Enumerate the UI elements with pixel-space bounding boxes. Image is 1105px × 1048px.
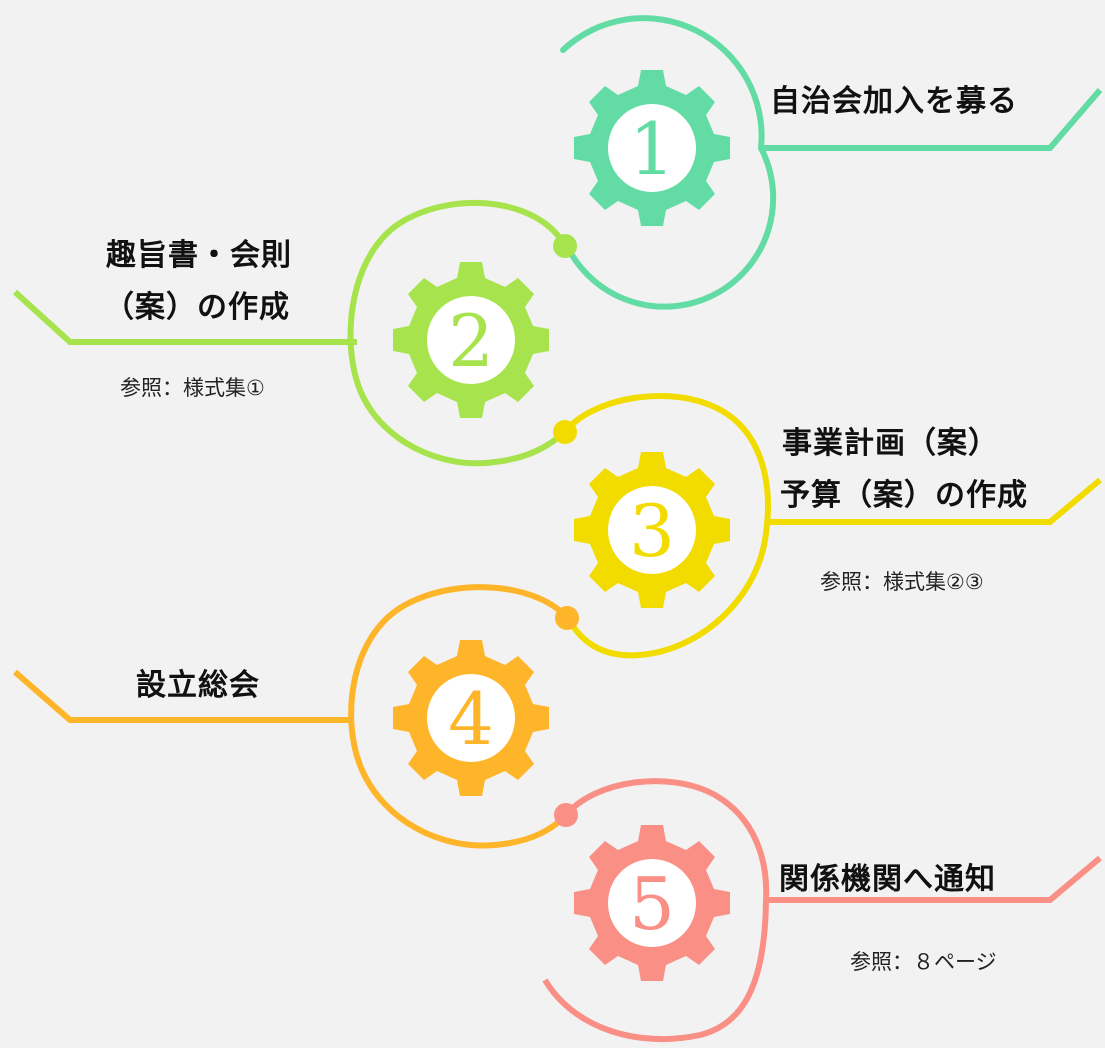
gear-center — [608, 486, 696, 574]
step-3-leader-line — [766, 477, 1102, 525]
step-3-arc — [562, 392, 771, 659]
step-5-connector-dot — [554, 803, 578, 827]
step-5-leader-line — [766, 855, 1102, 903]
step-5-number: 5 — [629, 862, 675, 946]
step-4-connector-dot — [555, 606, 579, 630]
step-2-number: 2 — [448, 299, 494, 383]
step-5-title: 関係機関へ通知 — [779, 862, 996, 897]
step-2-arc — [347, 199, 568, 467]
step-2-reference: 参照：様式集① — [120, 376, 265, 400]
gear-center — [427, 674, 515, 762]
step-2-leader-line — [12, 289, 357, 345]
step-4-title: 設立総会 — [136, 668, 260, 703]
step-1 — [560, 15, 1103, 310]
step-5-reference: 参照：８ページ — [850, 950, 997, 974]
step-5 — [542, 778, 1102, 1043]
step-3-number: 3 — [629, 489, 675, 573]
step-3-connector-dot — [553, 420, 577, 444]
step-4-number: 4 — [448, 677, 494, 761]
step-5-arc — [563, 778, 770, 901]
step-4 — [13, 584, 579, 849]
step-5-arc-lower — [542, 899, 769, 1043]
step-4-leader-line — [13, 669, 354, 723]
step-2-title-line2: （案）の作成 — [104, 290, 290, 325]
step-2-title-line1: 趣旨書・会則 — [106, 238, 292, 273]
step-3-reference: 参照：様式集②③ — [820, 570, 984, 594]
step-3-title-line1: 事業計画（案） — [782, 426, 999, 461]
step-2-connector-dot — [553, 234, 577, 258]
step-1-arc — [560, 15, 765, 151]
step-2 — [12, 199, 577, 467]
gear-center — [608, 859, 696, 947]
step-4-arc — [348, 584, 570, 849]
gear-center — [608, 104, 696, 192]
step-1-leader-line — [761, 88, 1103, 151]
step-3-title-line2: 予算（案）の作成 — [780, 478, 1028, 513]
step-1-title: 自治会加入を募る — [770, 84, 1018, 119]
step-1-arc-lower — [565, 145, 777, 310]
step-3 — [553, 392, 1102, 659]
step-1-number: 1 — [629, 107, 675, 191]
gear-center — [427, 296, 515, 384]
